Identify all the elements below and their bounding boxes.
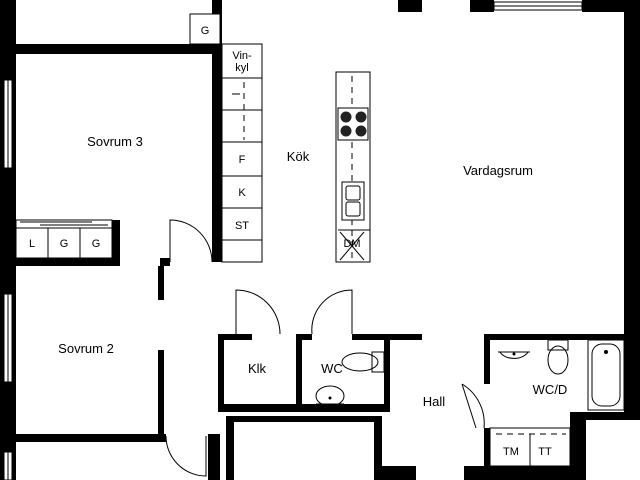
label-freezer: F xyxy=(239,154,246,166)
room-sovrum-3: Sovrum 3 xyxy=(87,134,143,149)
label-g2: G xyxy=(92,238,101,250)
label-g-top: G xyxy=(201,25,210,37)
label-vinkyl-1: Vin- xyxy=(232,50,252,62)
room-sovrum-2: Sovrum 2 xyxy=(58,341,114,356)
label-tm: TM xyxy=(503,446,519,458)
wcd-fixtures xyxy=(489,339,625,467)
kitchen-cabinets xyxy=(221,43,263,263)
room-labels: Sovrum 3 Sovrum 2 Kök Vardagsrum Hall Kl… xyxy=(58,134,567,409)
windows xyxy=(3,1,583,480)
label-k: K xyxy=(238,187,246,199)
room-hall: Hall xyxy=(423,394,446,409)
fixture-labels: G Vin- kyl F K ST DM L G G TM TT xyxy=(29,25,552,458)
label-tt: TT xyxy=(538,446,552,458)
label-vinkyl-2: kyl xyxy=(235,62,248,74)
room-wcd: WC/D xyxy=(533,382,568,397)
wc-fixtures xyxy=(315,351,385,407)
doors xyxy=(165,219,485,477)
label-st: ST xyxy=(235,220,249,232)
label-dm: DM xyxy=(343,238,360,250)
label-g1: G xyxy=(60,238,69,250)
room-vardagsrum: Vardagsrum xyxy=(463,163,533,178)
room-kok: Kök xyxy=(287,149,310,164)
room-klk: Klk xyxy=(248,361,267,376)
g-cabinet-top xyxy=(189,13,221,45)
room-wc: WC xyxy=(321,361,343,376)
kitchen-island xyxy=(335,71,371,263)
wardrobes xyxy=(15,219,113,259)
label-l: L xyxy=(29,238,35,250)
